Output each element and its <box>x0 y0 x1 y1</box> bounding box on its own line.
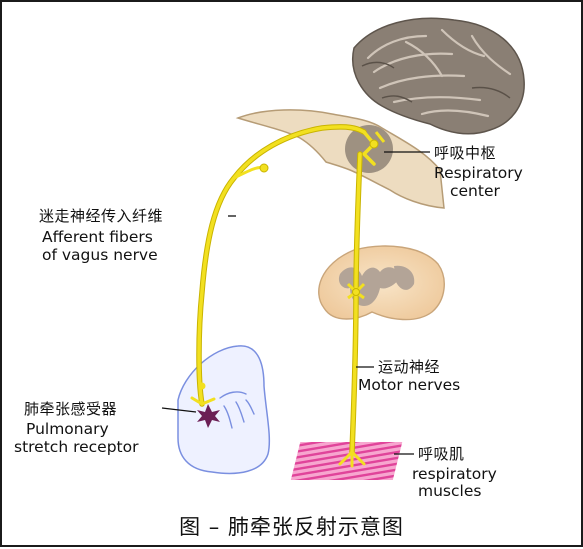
motor-nerve-zh-label: 运动神经 <box>378 358 441 376</box>
respiratory-muscles-zh-label: 呼吸肌 <box>418 445 465 463</box>
respiratory-center-zh-label: 呼吸中枢 <box>434 144 497 162</box>
respiratory-muscles-en-label-1: respiratory <box>412 465 497 483</box>
afferent-fiber-zh-label: 迷走神经传入纤维 <box>39 207 164 225</box>
cerebellum <box>352 17 525 135</box>
lung <box>177 345 271 475</box>
leader-lines <box>161 151 430 455</box>
figure-caption: 图 – 肺牵张反射示意图 <box>179 515 404 539</box>
stretch-receptor-icon <box>197 404 220 428</box>
respiratory-center-en-label-1: Respiratory <box>434 164 523 182</box>
respiratory-muscles <box>290 442 403 480</box>
stretch-receptor-en-label-2: stretch receptor <box>14 438 139 456</box>
afferent-vagus-fiber <box>190 124 367 407</box>
respiratory-center-synapse <box>361 130 386 166</box>
respiratory-center-en-label-2: center <box>450 182 500 200</box>
afferent-fiber-en-label-2: of vagus nerve <box>42 246 158 264</box>
motor-nerve-fiber <box>338 151 366 468</box>
stretch-receptor-zh-label: 肺牵张感受器 <box>24 400 118 418</box>
motor-nerve-en-label: Motor nerves <box>358 376 461 394</box>
stretch-receptor-en-label-1: Pulmonary <box>26 420 109 438</box>
spinal-cord-section <box>318 245 445 321</box>
respiratory-muscles-en-label-2: muscles <box>418 482 482 500</box>
afferent-fiber-en-label-1: Afferent fibers <box>42 228 153 246</box>
